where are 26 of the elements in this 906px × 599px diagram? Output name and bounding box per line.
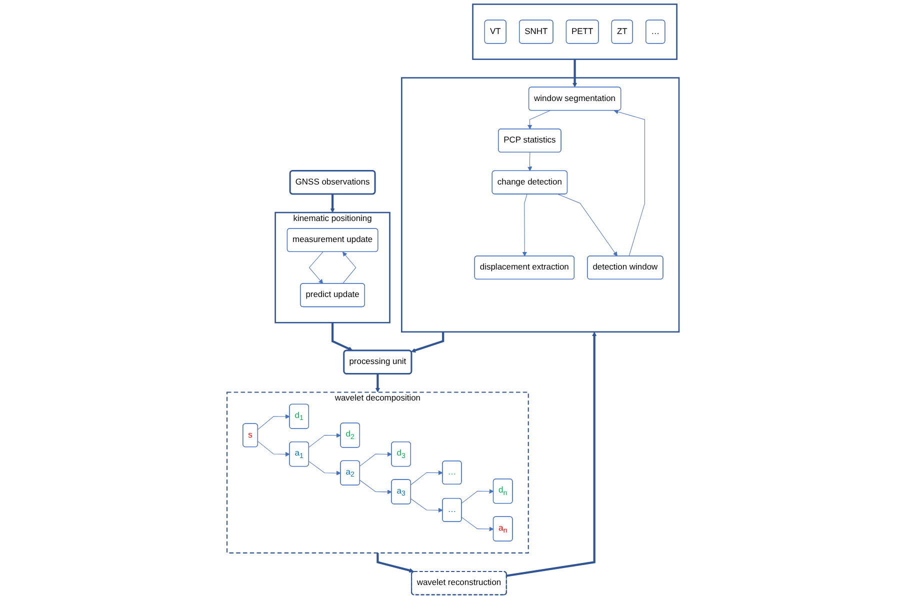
arrow: [528, 110, 550, 130]
arrow: [614, 110, 645, 256]
arrow: [308, 461, 341, 476]
arrow: [360, 480, 392, 494]
arrow: [410, 498, 443, 512]
arrow: [308, 252, 324, 284]
arrow: [258, 441, 290, 457]
arrow: [558, 194, 618, 256]
arrow: [462, 489, 494, 504]
arrow: [342, 252, 356, 284]
arrow: [506, 332, 597, 577]
arrow: [375, 374, 380, 392]
arrow: [308, 433, 341, 448]
arrow: [528, 152, 532, 172]
arrow: [522, 194, 528, 256]
arrow: [330, 194, 335, 213]
cluster: [401, 77, 680, 333]
arrow: [360, 452, 392, 466]
arrow: [376, 552, 414, 573]
arrow: [410, 470, 443, 486]
arrow: [331, 322, 353, 351]
cluster: [472, 4, 678, 60]
arrow: [572, 59, 578, 88]
arrow: [258, 414, 290, 430]
arrow: [462, 517, 494, 532]
arrow: [410, 332, 444, 353]
